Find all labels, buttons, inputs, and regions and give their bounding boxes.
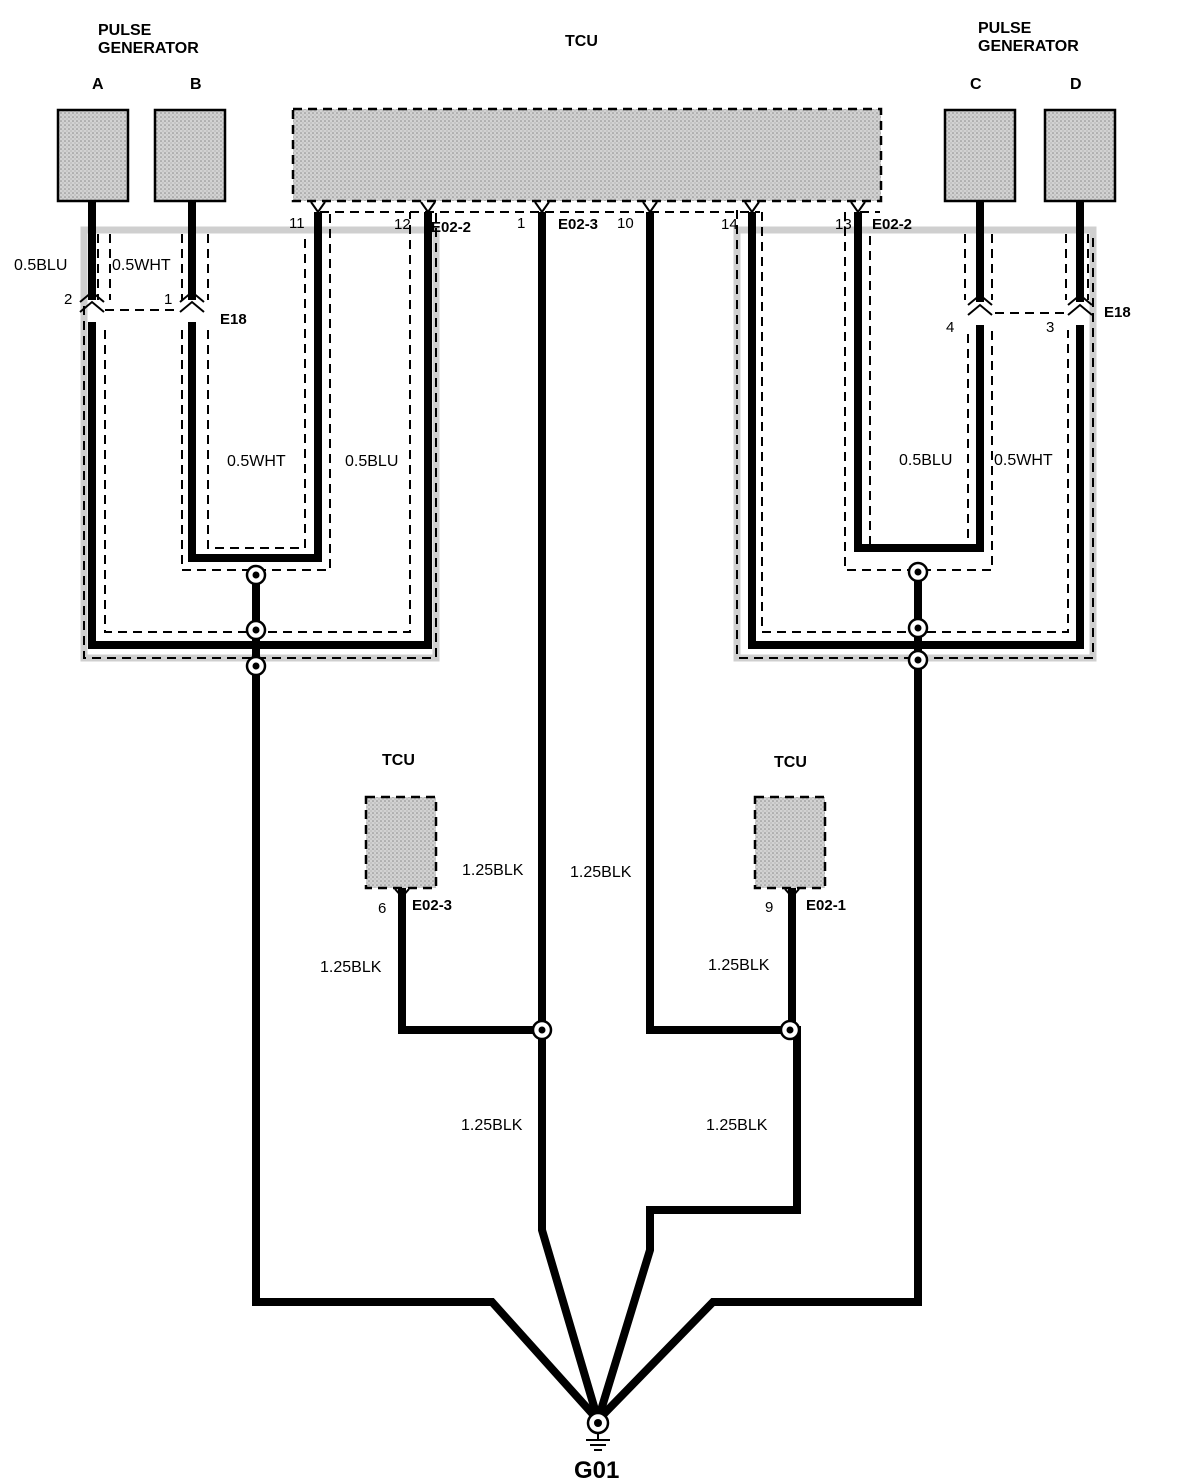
connector-e18-left: E18 — [220, 311, 247, 328]
wire-label-blk-low-left: 1.25BLK — [461, 1117, 523, 1134]
pulse-generator-c-box — [943, 108, 1017, 203]
wire-ground-tcu-6 — [398, 888, 542, 1034]
left-pair-shield-inner — [207, 236, 306, 549]
wire-label-blk-small-left: 1.25BLK — [320, 959, 382, 976]
wire-label-left-wht: 0.5WHT — [112, 257, 171, 274]
ground-g01-icon — [586, 1411, 610, 1451]
wire-label-blk-small-right: 1.25BLK — [708, 957, 770, 974]
tcu-small-left-box — [364, 795, 438, 890]
pin-12: 12 — [394, 216, 411, 233]
pin-1-tcu: 1 — [517, 215, 525, 232]
sensor-a-label: A — [92, 76, 104, 93]
pin-14: 14 — [721, 216, 738, 233]
wire-label-left-blu: 0.5BLU — [14, 257, 67, 274]
shield-a-upper — [97, 234, 111, 300]
connector-e02-2-left: E02-2 — [431, 219, 471, 236]
splice-left-mid — [245, 619, 267, 641]
pin-4: 4 — [946, 319, 954, 336]
wire-left-wht — [188, 212, 322, 562]
pin-9: 9 — [765, 899, 773, 916]
tcu-terminals — [310, 201, 866, 899]
splice-left-top — [245, 564, 267, 586]
connector-e18-right: E18 — [1104, 304, 1131, 321]
pulse-generator-a-box — [56, 108, 130, 203]
shield-b-upper — [181, 234, 209, 300]
splice-right-mid — [907, 617, 929, 639]
pin-6: 6 — [378, 900, 386, 917]
pin-1-e18: 1 — [164, 291, 172, 308]
splice-left-bottom — [245, 655, 267, 677]
right-pair-shield-inner — [869, 236, 969, 549]
shield-c-upper — [964, 234, 993, 300]
tcu-top-label: TCU — [565, 33, 598, 50]
connector-e02-3-small: E02-3 — [412, 897, 452, 914]
pin-3: 3 — [1046, 319, 1054, 336]
wire-label-right-mid-wht: 0.5WHT — [994, 452, 1053, 469]
pin-10: 10 — [617, 215, 634, 232]
pin-11: 11 — [289, 215, 305, 232]
tcu-small-left-label: TCU — [382, 752, 415, 769]
pulse-generator-left-label-1: PULSE — [98, 22, 152, 39]
tcu-main-box — [291, 107, 883, 203]
wire-ground-tcu-10 — [646, 212, 790, 1034]
sensor-b-label: B — [190, 76, 202, 93]
pin-2: 2 — [64, 291, 72, 308]
wire-label-left-mid-wht: 0.5WHT — [227, 453, 286, 470]
connector-e02-3-top: E02-3 — [558, 216, 598, 233]
wire-label-blk-low-right: 1.25BLK — [706, 1117, 768, 1134]
pulse-generator-b-box — [153, 108, 227, 203]
left-pair-shield-outer — [181, 212, 331, 571]
connector-e02-1-small: E02-1 — [806, 897, 846, 914]
splice-right-top — [907, 561, 929, 583]
connector-e02-2-right: E02-2 — [872, 216, 912, 233]
wire-label-left-mid-blu: 0.5BLU — [345, 453, 398, 470]
tcu-small-right-label: TCU — [774, 754, 807, 771]
pulse-generator-d-box — [1043, 108, 1117, 203]
splice-right-bottom — [907, 649, 929, 671]
wire-label-blk-center-2: 1.25BLK — [570, 864, 632, 881]
shield-d-upper — [1065, 234, 1089, 300]
wire-ground-right — [595, 667, 922, 1423]
splice-center-left — [531, 1019, 553, 1041]
ground-g01-label: G01 — [574, 1457, 619, 1484]
e18-left-terminals — [79, 290, 205, 313]
pulse-generator-right-label-2: GENERATOR — [978, 38, 1079, 55]
pulse-generator-right-label-1: PULSE — [978, 20, 1032, 37]
e18-right-terminals — [967, 293, 1093, 316]
splice-center-right — [779, 1019, 801, 1041]
tcu-small-right-box — [753, 795, 827, 890]
pin-13: 13 — [835, 216, 852, 233]
sensor-c-label: C — [970, 76, 982, 93]
sensor-d-label: D — [1070, 76, 1082, 93]
wire-right-blu — [854, 212, 984, 552]
wire-label-right-mid-blu: 0.5BLU — [899, 452, 952, 469]
wire-label-blk-center-1: 1.25BLK — [462, 862, 524, 879]
wire-ground-tcu-1 — [538, 212, 602, 1422]
right-pair-shield-outer — [844, 212, 993, 571]
pulse-generator-left-label-2: GENERATOR — [98, 40, 199, 57]
wire-ground-left — [252, 667, 601, 1423]
